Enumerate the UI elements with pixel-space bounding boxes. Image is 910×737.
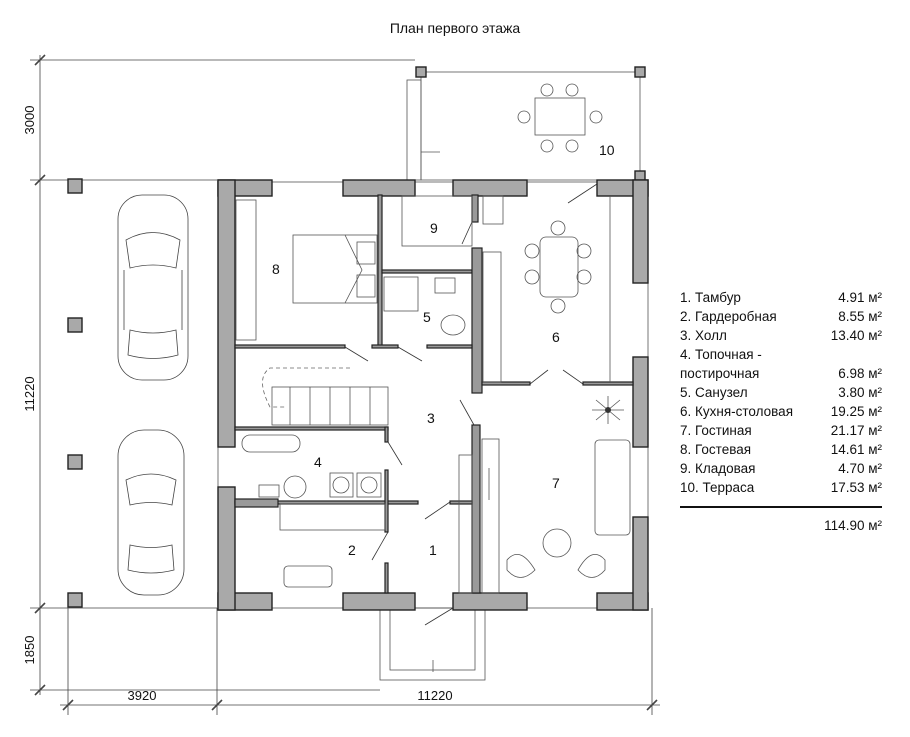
- room-number-8: 8: [272, 261, 280, 277]
- door-swings: [344, 183, 598, 626]
- legend-room-name: 4. Топочная -: [680, 347, 762, 362]
- room-number-10: 10: [599, 142, 615, 158]
- legend-room-name: 6. Кухня-столовая: [680, 404, 794, 419]
- legend-row: 7. Гостиная 21.17 м²: [680, 421, 882, 440]
- legend-room-name: постирочная: [680, 366, 760, 381]
- dim-left-bottom: 1850: [22, 636, 37, 665]
- car-sports: [117, 429, 185, 596]
- legend-row: 6. Кухня-столовая 19.25 м²: [680, 402, 882, 421]
- legend-room-area: 21.17 м²: [830, 423, 882, 438]
- plant-icon: [592, 396, 624, 424]
- dim-bottom-left: 3920: [128, 688, 157, 703]
- furniture: [235, 195, 631, 594]
- legend-row: 8. Гостевая 14.61 м²: [680, 440, 882, 459]
- legend-room-area: 8.55 м²: [838, 309, 882, 324]
- legend-room-area: 4.70 м²: [838, 461, 882, 476]
- legend-row: постирочная 6.98 м²: [680, 364, 882, 383]
- legend-room-name: 10. Терраса: [680, 480, 755, 495]
- dim-left-middle: 11220: [22, 376, 37, 411]
- dimension-lines: [30, 54, 660, 715]
- area-legend: 1. Тамбур 4.91 м² 2. Гардеробная 8.55 м² 3. …: [680, 288, 882, 535]
- dim-bottom-right: 11220: [417, 688, 452, 703]
- legend-room-area: 4.91 м²: [838, 290, 882, 305]
- porch: [379, 607, 486, 681]
- legend-row: 3. Холл 13.40 м²: [680, 326, 882, 345]
- legend-row: 4. Топочная -: [680, 345, 882, 364]
- legend-room-name: 5. Санузел: [680, 385, 748, 400]
- room-number-5: 5: [423, 309, 431, 325]
- legend-room-area: 14.61 м²: [830, 442, 882, 457]
- legend-room-name: 8. Гостевая: [680, 442, 752, 457]
- terrace: [406, 66, 646, 182]
- legend-row: 10. Терраса 17.53 м²: [680, 478, 882, 497]
- legend-row: 5. Санузел 3.80 м²: [680, 383, 882, 402]
- legend-row: 1. Тамбур 4.91 м²: [680, 288, 882, 307]
- room-number-9: 9: [430, 220, 438, 236]
- legend-room-name: 7. Гостиная: [680, 423, 752, 438]
- legend-room-area: 19.25 м²: [830, 404, 882, 419]
- legend-room-name: 9. Кладовая: [680, 461, 756, 476]
- car-sedan: [117, 194, 189, 381]
- room-labels: 1 2 3 4 5 6 7 8 9 10: [272, 142, 615, 558]
- legend-row: 2. Гардеробная 8.55 м²: [680, 307, 882, 326]
- plan-title: План первого этажа: [389, 20, 521, 36]
- interior-walls: [234, 194, 634, 594]
- legend-divider: [680, 506, 882, 508]
- legend-room-area: 3.80 м²: [838, 385, 882, 400]
- room-number-4: 4: [314, 454, 322, 470]
- legend-room-name: 1. Тамбур: [680, 290, 741, 305]
- legend-room-area: 17.53 м²: [830, 480, 882, 495]
- legend-total: 114.90 м²: [824, 518, 882, 533]
- exterior-walls: [217, 179, 649, 611]
- legend-room-name: 2. Гардеробная: [680, 309, 777, 324]
- room-number-2: 2: [348, 542, 356, 558]
- dim-left-top: 3000: [22, 106, 37, 135]
- legend-room-name: 3. Холл: [680, 328, 727, 343]
- room-number-6: 6: [552, 329, 560, 345]
- room-number-1: 1: [429, 542, 437, 558]
- legend-room-area: 13.40 м²: [830, 328, 882, 343]
- room-number-7: 7: [552, 475, 560, 491]
- legend-row: 9. Кладовая 4.70 м²: [680, 459, 882, 478]
- parking-posts: [67, 178, 83, 608]
- room-number-3: 3: [427, 410, 435, 426]
- legend-room-area: 6.98 м²: [838, 366, 882, 381]
